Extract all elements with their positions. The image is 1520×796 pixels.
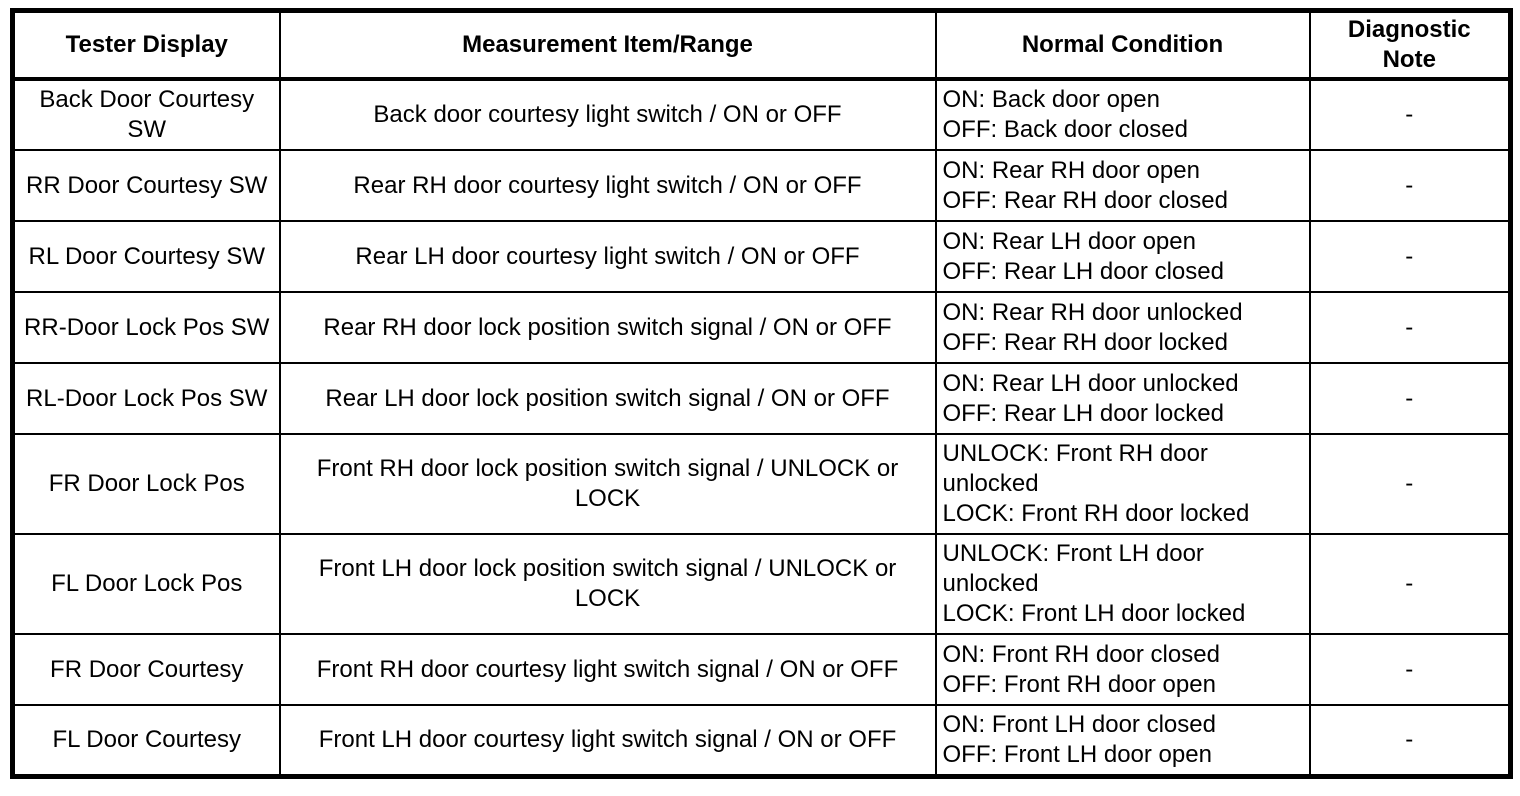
diagnostic-note-cell: - — [1308, 533, 1512, 635]
table-row: Back Door Courtesy SW Back door courtesy… — [11, 78, 1512, 151]
measurement-cell: Rear RH door lock position switch signal… — [278, 291, 937, 364]
tester-display-cell: RL Door Courtesy SW — [11, 220, 281, 293]
table-row: RR-Door Lock Pos SW Rear RH door lock po… — [11, 291, 1512, 364]
normal-condition-cell: UNLOCK: Front RH door unlocked LOCK: Fro… — [934, 433, 1311, 535]
diagnostic-note-cell: - — [1308, 291, 1512, 364]
table-row: RR Door Courtesy SW Rear RH door courtes… — [11, 149, 1512, 222]
tester-display-cell: RL-Door Lock Pos SW — [11, 362, 281, 435]
diagnostic-note-cell: - — [1308, 433, 1512, 535]
diagnostic-note-cell: - — [1308, 633, 1512, 706]
tester-display-cell: RR Door Courtesy SW — [11, 149, 281, 222]
measurement-cell: Front LH door lock position switch signa… — [278, 533, 937, 635]
tester-display-cell: FR Door Lock Pos — [11, 433, 281, 535]
tester-display-cell: Back Door Courtesy SW — [11, 78, 281, 151]
column-header-measurement-item-range: Measurement Item/Range — [278, 9, 937, 81]
tester-display-cell: RR-Door Lock Pos SW — [11, 291, 281, 364]
measurement-cell: Front RH door lock position switch signa… — [278, 433, 937, 535]
header-row: Tester Display Measurement Item/Range No… — [11, 9, 1512, 81]
diagnostic-note-cell: - — [1308, 704, 1512, 777]
normal-condition-cell: ON: Back door open OFF: Back door closed — [934, 78, 1311, 151]
table-row: FL Door Lock Pos Front LH door lock posi… — [11, 533, 1512, 635]
measurement-cell: Front LH door courtesy light switch sign… — [278, 704, 937, 777]
table-row: RL Door Courtesy SW Rear LH door courtes… — [11, 220, 1512, 293]
table-row: FR Door Lock Pos Front RH door lock posi… — [11, 433, 1512, 535]
column-header-normal-condition: Normal Condition — [934, 9, 1311, 81]
column-header-tester-display: Tester Display — [11, 9, 281, 81]
diagnostic-note-cell: - — [1308, 149, 1512, 222]
tester-data-table: Tester Display Measurement Item/Range No… — [10, 8, 1513, 779]
normal-condition-cell: ON: Front LH door closed OFF: Front LH d… — [934, 704, 1311, 777]
normal-condition-cell: ON: Rear LH door unlocked OFF: Rear LH d… — [934, 362, 1311, 435]
column-header-diagnostic-note: Diagnostic Note — [1308, 9, 1512, 81]
tester-display-cell: FL Door Courtesy — [11, 704, 281, 777]
measurement-cell: Rear LH door courtesy light switch / ON … — [278, 220, 937, 293]
normal-condition-cell: ON: Rear RH door open OFF: Rear RH door … — [934, 149, 1311, 222]
normal-condition-cell: ON: Rear LH door open OFF: Rear LH door … — [934, 220, 1311, 293]
tester-display-cell: FL Door Lock Pos — [11, 533, 281, 635]
measurement-cell: Rear LH door lock position switch signal… — [278, 362, 937, 435]
diagnostic-note-cell: - — [1308, 362, 1512, 435]
normal-condition-cell: UNLOCK: Front LH door unlocked LOCK: Fro… — [934, 533, 1311, 635]
table-row: FL Door Courtesy Front LH door courtesy … — [11, 704, 1512, 777]
measurement-cell: Front RH door courtesy light switch sign… — [278, 633, 937, 706]
table-row: FR Door Courtesy Front RH door courtesy … — [11, 633, 1512, 706]
tester-display-cell: FR Door Courtesy — [11, 633, 281, 706]
table-row: RL-Door Lock Pos SW Rear LH door lock po… — [11, 362, 1512, 435]
diagnostic-note-cell: - — [1308, 220, 1512, 293]
normal-condition-cell: ON: Front RH door closed OFF: Front RH d… — [934, 633, 1311, 706]
measurement-cell: Rear RH door courtesy light switch / ON … — [278, 149, 937, 222]
normal-condition-cell: ON: Rear RH door unlocked OFF: Rear RH d… — [934, 291, 1311, 364]
measurement-cell: Back door courtesy light switch / ON or … — [278, 78, 937, 151]
diagnostic-note-cell: - — [1308, 78, 1512, 151]
table-body: Back Door Courtesy SW Back door courtesy… — [11, 78, 1512, 777]
table-header: Tester Display Measurement Item/Range No… — [11, 9, 1512, 81]
